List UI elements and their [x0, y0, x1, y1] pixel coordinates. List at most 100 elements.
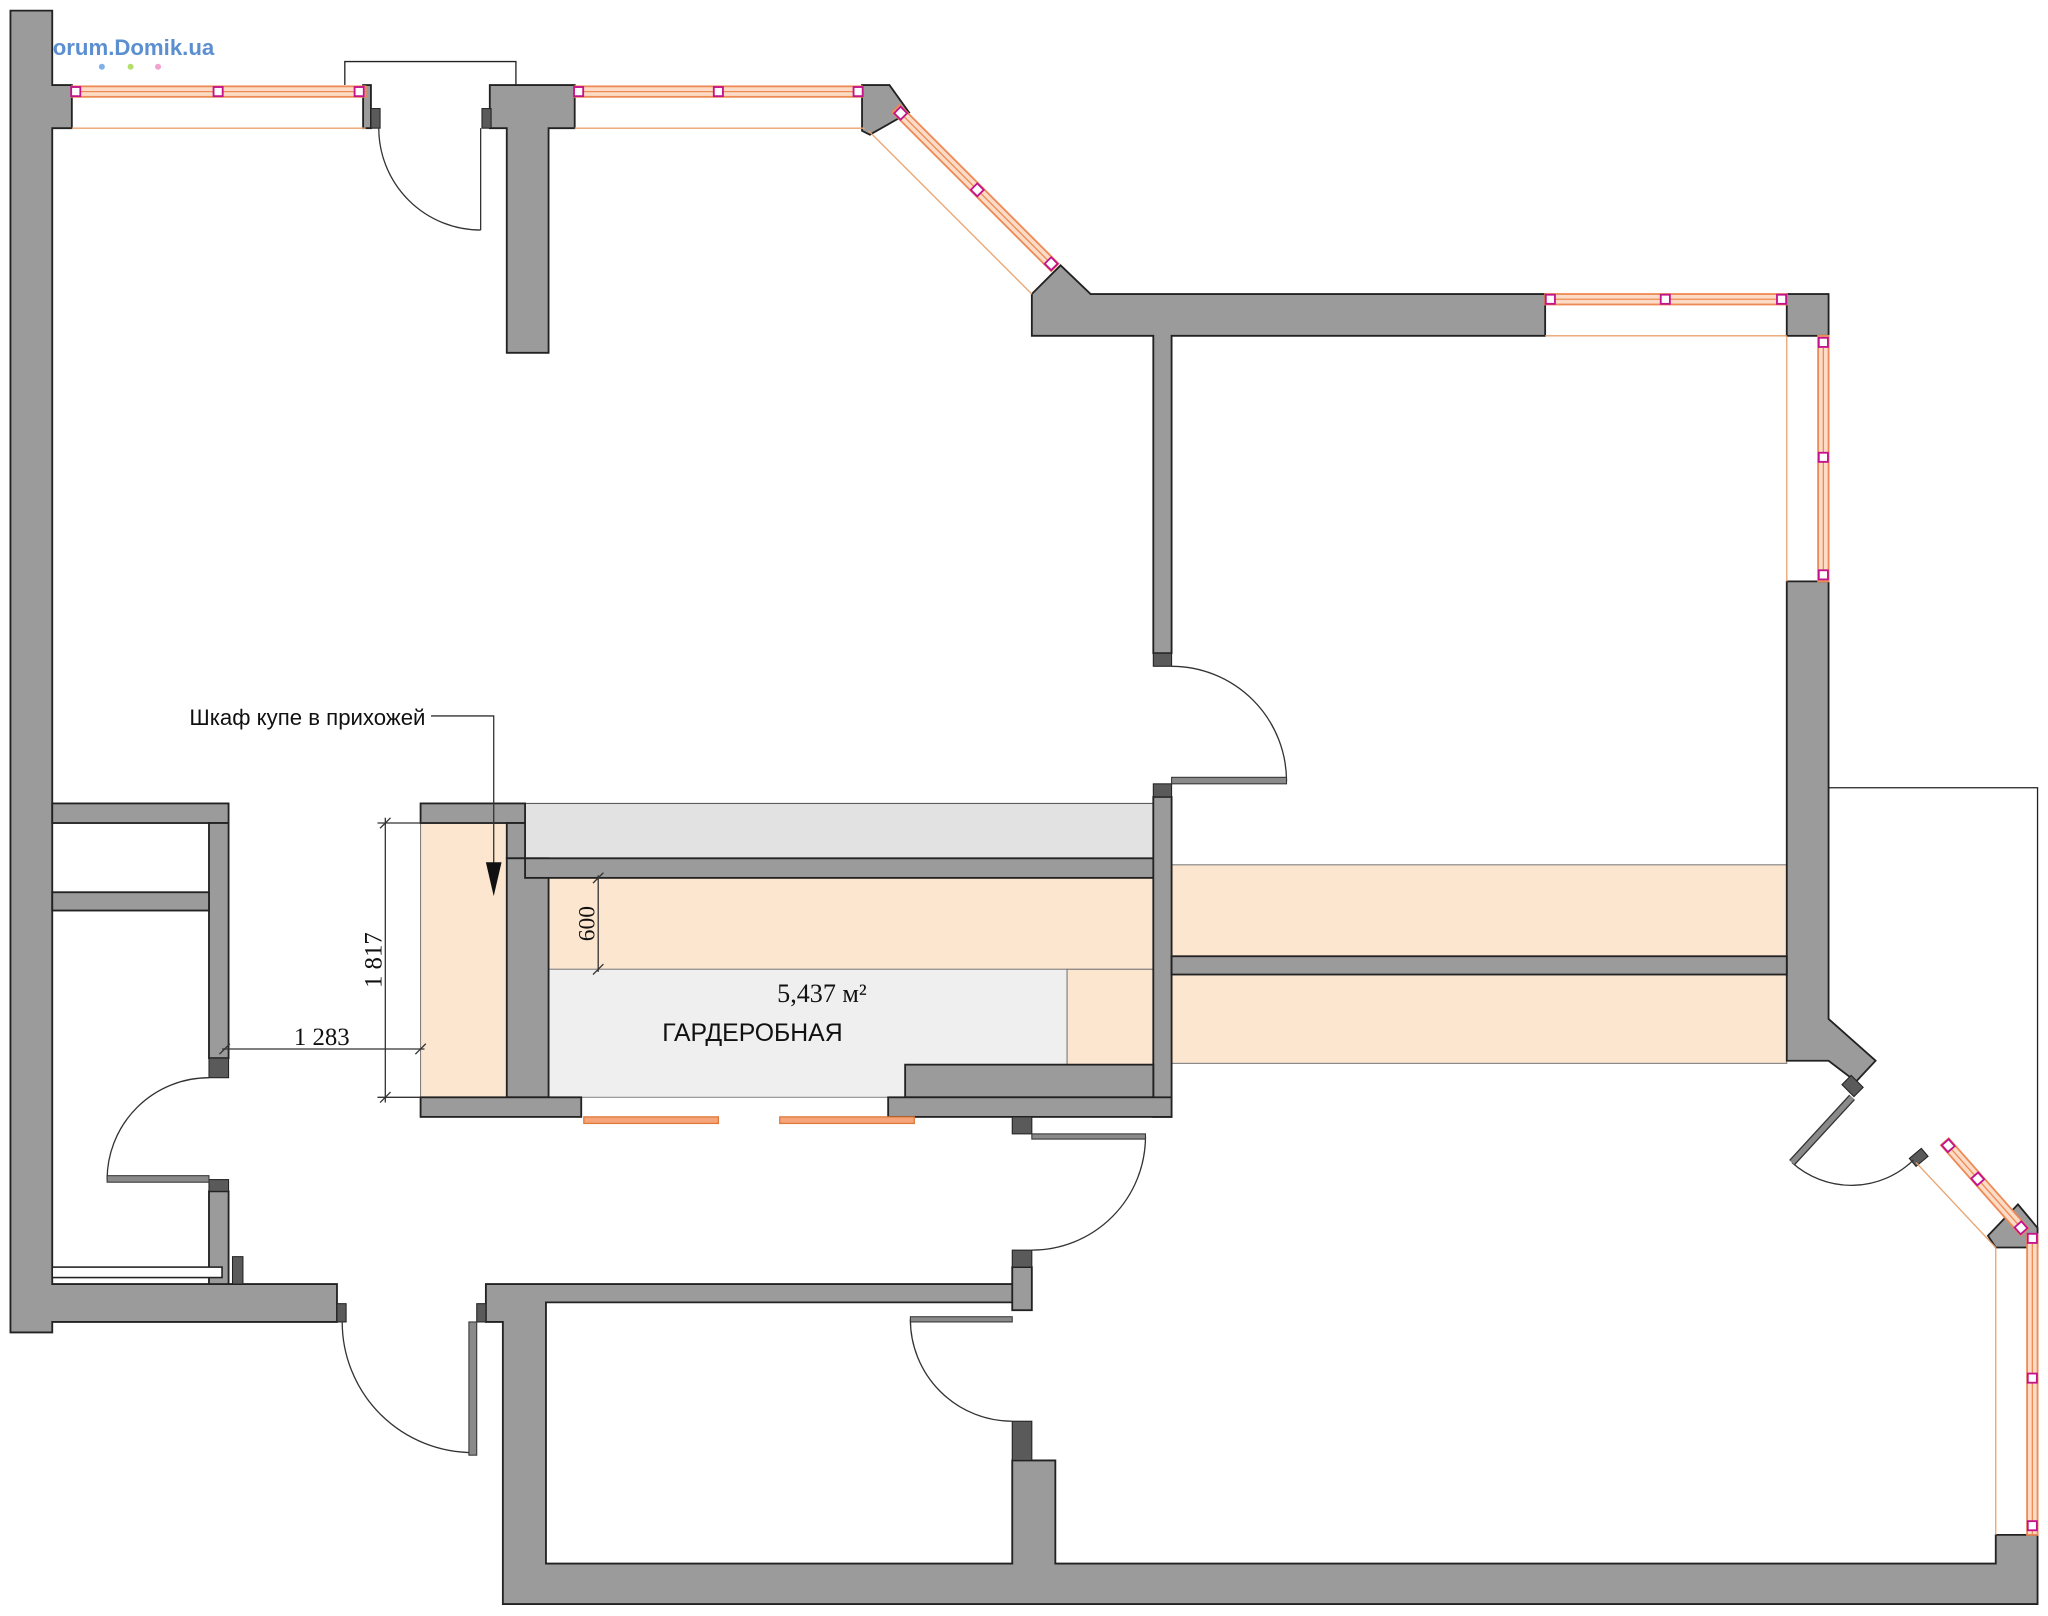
door-jamb	[1841, 1074, 1864, 1098]
walls	[9, 9, 2039, 1605]
door-leaf	[1171, 776, 1288, 785]
dimension-tick	[414, 1043, 427, 1055]
wall-closet-divider-upper	[505, 822, 526, 860]
wall-left-outer	[9, 9, 338, 1334]
wall-right	[1785, 580, 1877, 1083]
wall-top-pier	[488, 84, 576, 354]
door-jamb	[336, 1303, 347, 1323]
window-marker	[1659, 293, 1671, 305]
wall-top-right-corner	[1785, 293, 1830, 337]
window-marker	[1817, 451, 1829, 463]
dimension-shelf-depth: 600	[574, 872, 604, 975]
door-leaf	[909, 1316, 1013, 1323]
window-bottom-right-diagonal	[1939, 1136, 2030, 1237]
door-swing-arc	[1171, 665, 1288, 782]
window-marker	[1776, 293, 1788, 305]
window-glass-line	[1944, 1141, 2025, 1233]
corridor-closet-lower	[1171, 974, 1788, 1064]
wall-wardrobe-right	[1152, 795, 1173, 1118]
window-marker	[70, 86, 82, 98]
door-swing-arc	[106, 1077, 209, 1180]
window-marker	[892, 105, 909, 121]
wardrobe-sliding-doors	[583, 1116, 915, 1125]
wall-closet-divider	[505, 857, 550, 1099]
doors	[106, 128, 1914, 1456]
window-marker	[2026, 1372, 2038, 1384]
door-leaf	[468, 1321, 478, 1456]
window-sill-line	[1915, 1162, 1997, 1248]
window-marker	[573, 86, 585, 98]
wall-middle-upper	[1030, 264, 1547, 655]
window-marker	[2026, 1520, 2038, 1532]
callout-arrowhead	[485, 862, 502, 897]
wall-utility-top	[51, 802, 230, 824]
wall-top-stub	[362, 84, 372, 130]
balcony-outline-top	[344, 60, 517, 86]
door-utility	[106, 1077, 210, 1183]
window-marker	[1817, 336, 1829, 348]
corridor-closet-upper	[1171, 864, 1788, 957]
dimension-hall-width: 1 283	[218, 1024, 427, 1055]
window-marker	[852, 86, 864, 98]
wardrobe-room-name: ГАРДЕРОБНАЯ	[662, 1020, 842, 1047]
door-swing-arc	[1031, 1136, 1147, 1251]
sliding-door-right	[779, 1116, 915, 1125]
door-balcony-right	[1789, 1094, 1914, 1186]
window-sill-line	[868, 130, 1033, 295]
door-jamb	[476, 1303, 487, 1323]
wall-utility-middle	[51, 891, 210, 912]
dimension-value: 600	[574, 906, 600, 941]
wardrobe-side-shelf	[1066, 968, 1154, 1066]
window-marker	[353, 86, 365, 98]
door-swing-arc	[378, 128, 481, 231]
door-leaf	[106, 1175, 210, 1183]
door-balcony	[378, 128, 482, 231]
door-swing-arc	[341, 1321, 473, 1454]
dimension-tick	[592, 872, 604, 884]
window-top-middle	[573, 85, 865, 129]
logo-dot-pink	[155, 63, 162, 70]
door-jamb	[1011, 1420, 1033, 1461]
wall-shelf-thin	[51, 1266, 223, 1279]
door-jamb	[1152, 652, 1173, 667]
door-jamb	[1908, 1147, 1929, 1168]
window-marker	[712, 86, 724, 98]
wardrobe-area: 5,437 м²	[777, 979, 867, 1008]
window-marker	[1969, 1171, 1986, 1187]
window-top-left	[70, 85, 367, 129]
window-marker	[212, 86, 224, 98]
door-jamb	[1011, 1116, 1033, 1135]
window-marker	[1940, 1137, 1957, 1154]
door-jamb	[208, 1179, 230, 1192]
wall-lower-room-jamb	[1011, 1266, 1033, 1312]
dimension-tick	[379, 817, 391, 829]
dimension-tick	[218, 1043, 231, 1055]
wall-wardrobe-top	[524, 857, 1173, 879]
wall-bottom	[484, 1283, 2039, 1605]
window-top-right	[1544, 293, 1788, 337]
window-marker	[2026, 1232, 2038, 1244]
wall-wardrobe-bottom-left	[419, 1096, 583, 1118]
window-marker	[969, 182, 986, 198]
door-jamb	[208, 1057, 230, 1079]
site-logo: Forum.Domik.ua	[39, 35, 215, 70]
door-swing-arc	[1791, 1159, 1914, 1186]
window-marker	[1544, 293, 1556, 305]
window-bay-diagonal	[891, 103, 1060, 273]
closet-callout: Шкаф купе в прихожей	[189, 705, 502, 897]
dimension-tick	[379, 1091, 391, 1103]
door-jamb	[1152, 783, 1173, 798]
door-entrance	[341, 1321, 478, 1456]
door-swing-arc	[909, 1319, 1013, 1422]
wall-closet-top	[419, 802, 526, 824]
storage-niche	[524, 802, 1154, 859]
dimension-value: 1 283	[294, 1024, 350, 1051]
sliding-door-left	[583, 1116, 720, 1125]
wall-utility-side	[208, 822, 230, 1060]
window-marker	[1817, 569, 1829, 581]
window-marker	[2013, 1220, 2029, 1236]
door-jambs	[208, 108, 1929, 1461]
window-right-vertical	[1786, 334, 1830, 583]
logo-dot-green	[127, 63, 134, 70]
